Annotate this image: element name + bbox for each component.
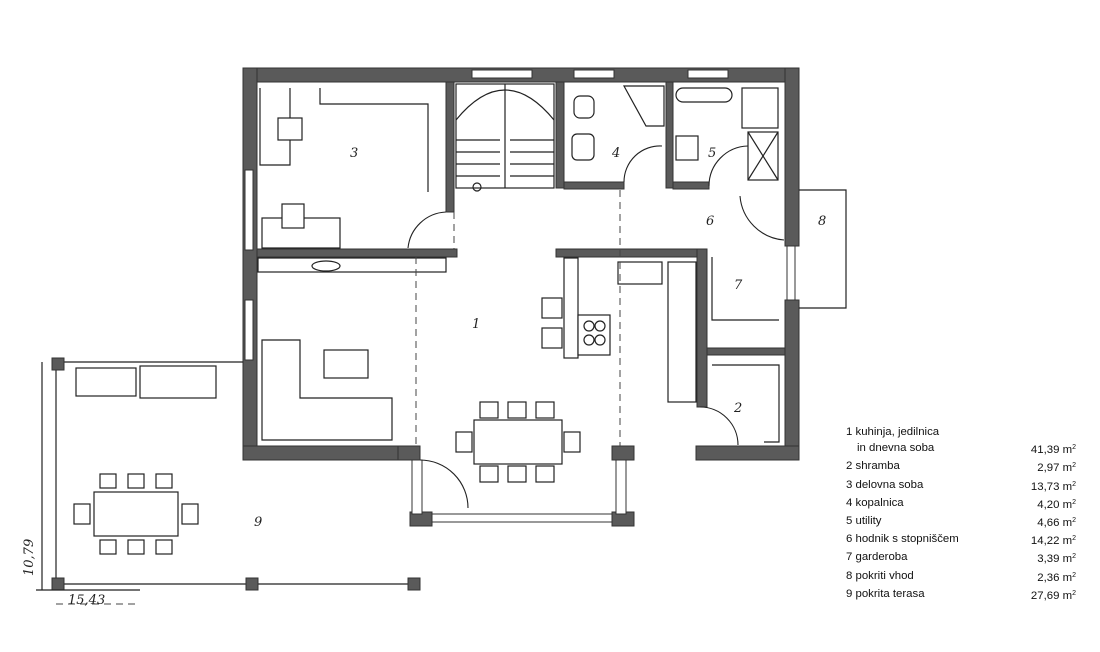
legend-name: hodnik s stopniščem — [855, 533, 959, 546]
windows — [244, 69, 796, 523]
legend-row-6: 6 hodnik s stopniščem 14,22 m2 — [846, 531, 1076, 549]
legend-row-5: 5 utility 4,66 m2 — [846, 513, 1076, 531]
legend-name-cont: in dnevna soba — [857, 442, 935, 455]
legend-name: kopalnica — [855, 496, 904, 509]
room-label-6: 6 — [706, 214, 714, 229]
legend-num: 8 — [846, 569, 853, 582]
legend-num: 7 — [846, 551, 853, 564]
dining-table — [419, 401, 581, 509]
legend-area: 2,36 m2 — [1037, 571, 1076, 584]
legend-num: 4 — [846, 496, 853, 509]
legend-name: pokrita terasa — [855, 587, 925, 600]
utility-fixtures — [675, 87, 779, 187]
legend-num: 3 — [846, 478, 853, 491]
legend-area: 13,73 m2 — [1030, 480, 1076, 493]
legend-row-7: 7 garderoba 3,39 m2 — [846, 549, 1076, 567]
legend-row-4: 4 kopalnica 4,20 m2 — [846, 495, 1076, 513]
legend-area: 2,97 m2 — [1037, 462, 1076, 475]
room-labels: 1 2 3 4 5 6 7 8 9 — [254, 146, 826, 530]
room-label-4: 4 — [611, 146, 620, 161]
living-room — [257, 257, 447, 441]
entrance — [739, 189, 847, 309]
legend-area: 27,69 m2 — [1030, 589, 1076, 602]
kitchen — [541, 257, 697, 403]
legend-name: kuhinja, jedilnica — [855, 426, 940, 438]
terrace — [51, 357, 421, 591]
dashed-lines — [415, 190, 621, 446]
legend-num: 2 — [846, 460, 853, 473]
legend-num: 6 — [846, 533, 853, 546]
bathroom-fixtures — [571, 85, 665, 183]
legend-area: 14,22 m2 — [1030, 535, 1076, 548]
dimensions: 15,43 10,79 — [22, 362, 140, 608]
legend-name: garderoba — [855, 551, 908, 564]
room-legend: 1 kuhinja, jedilnica in dnevna soba 41,3… — [846, 424, 1076, 604]
legend-row-1b: in dnevna soba 41,39 m2 — [846, 440, 1076, 458]
study-furniture — [259, 88, 447, 249]
legend-name: pokriti vhod — [855, 569, 914, 582]
room-label-5: 5 — [708, 146, 716, 161]
legend-row-1: 1 kuhinja, jedilnica — [846, 424, 1076, 440]
legend-num: 1 — [846, 426, 853, 438]
legend-row-2: 2 shramba 2,97 m2 — [846, 458, 1076, 476]
legend-row-3: 3 delovna soba 13,73 m2 — [846, 477, 1076, 495]
wardrobe-pantry — [699, 257, 780, 446]
legend-area: 4,66 m2 — [1037, 517, 1076, 530]
staircase — [455, 83, 555, 192]
room-label-9: 9 — [254, 515, 262, 530]
legend-area: 41,39 m2 — [1030, 444, 1076, 457]
dimension-width: 15,43 — [68, 593, 105, 608]
legend-area: 3,39 m2 — [1037, 553, 1076, 566]
legend-name: delovna soba — [855, 478, 924, 491]
room-label-2: 2 — [733, 401, 742, 416]
room-label-3: 3 — [350, 146, 358, 161]
legend-num: 5 — [846, 515, 853, 528]
legend-name: utility — [855, 515, 882, 528]
room-label-7: 7 — [734, 278, 743, 293]
interior-walls — [256, 81, 786, 408]
legend-row-9: 9 pokrita terasa 27,69 m2 — [846, 586, 1076, 604]
room-label-1: 1 — [472, 317, 480, 332]
legend-name: shramba — [855, 460, 900, 473]
legend-area: 4,20 m2 — [1037, 498, 1076, 511]
dimension-height: 10,79 — [22, 539, 37, 576]
legend-row-8: 8 pokriti vhod 2,36 m2 — [846, 568, 1076, 586]
room-label-8: 8 — [818, 214, 826, 229]
legend-num: 9 — [846, 587, 853, 600]
